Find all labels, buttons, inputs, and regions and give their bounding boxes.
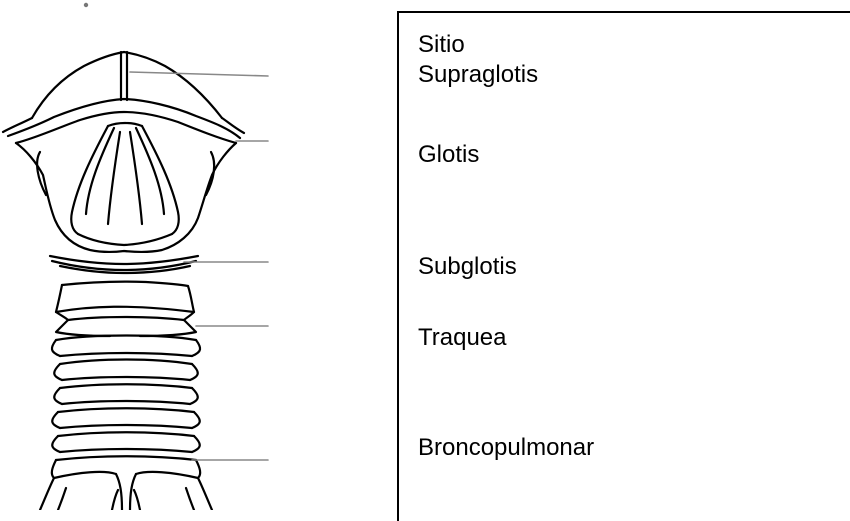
trachea <box>40 282 212 510</box>
label-header: Sitio <box>418 31 465 59</box>
vocal-folds <box>71 123 179 245</box>
label-bronchopulmonary: Broncopulmonar <box>418 434 594 462</box>
speck-mark <box>84 3 88 7</box>
label-supraglottis: Supraglotis <box>418 61 538 89</box>
leader-supraglottis <box>130 72 268 76</box>
site-labels-box: Sitio Supraglotis Glotis Subglotis Traqu… <box>397 11 850 521</box>
label-trachea: Traquea <box>418 324 507 352</box>
cricoid-ring <box>50 256 198 273</box>
larynx-trachea-illustration <box>0 0 400 510</box>
label-glottis: Glotis <box>418 141 479 169</box>
label-subglottis: Subglotis <box>418 253 517 281</box>
epiglottis-outline <box>3 52 244 143</box>
laryngeal-inlet <box>16 143 236 252</box>
